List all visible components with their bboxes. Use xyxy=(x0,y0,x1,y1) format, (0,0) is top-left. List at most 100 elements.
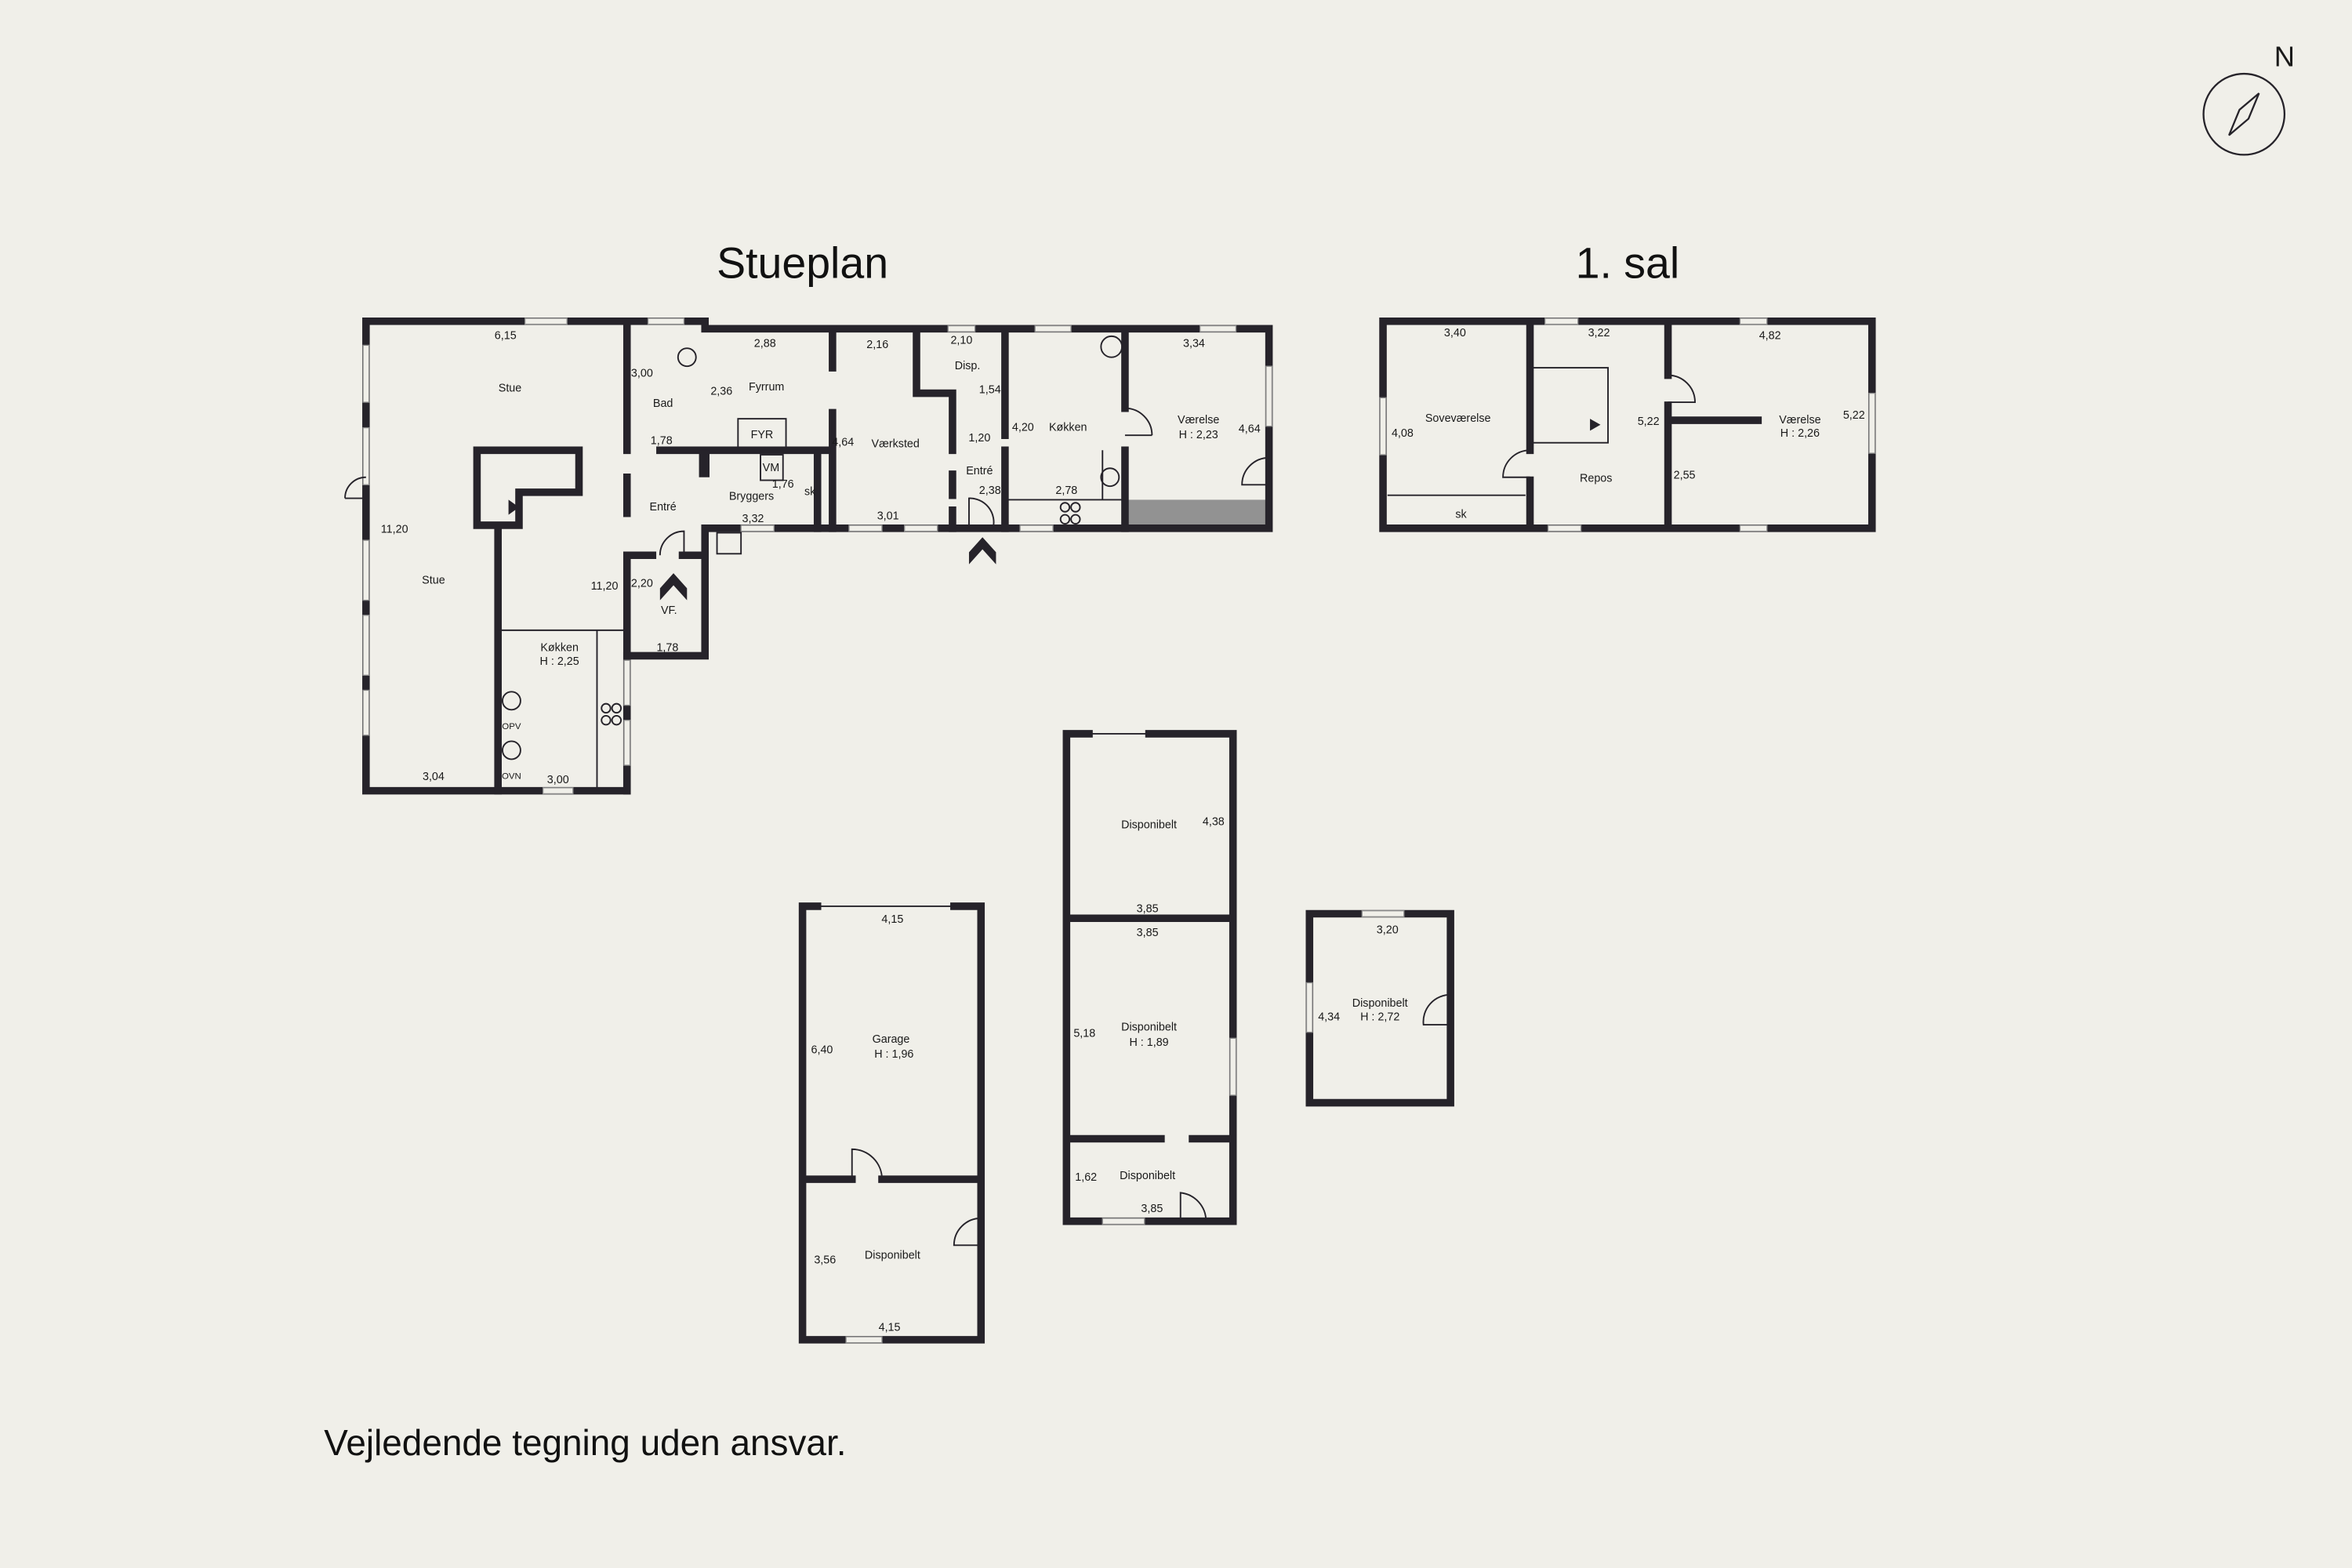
room-height: H : 1,96 xyxy=(874,1048,913,1061)
closet-label: sk xyxy=(804,486,816,499)
room-label: Køkken xyxy=(540,642,579,655)
dimension: 3,22 xyxy=(1588,327,1610,339)
fan-icon xyxy=(1100,335,1123,358)
shaded-area xyxy=(1127,499,1266,525)
dimension: 1,54 xyxy=(979,384,1001,397)
dimension: 3,34 xyxy=(1183,337,1205,350)
windows xyxy=(362,318,1273,795)
dimension: 3,01 xyxy=(877,510,899,522)
stair-arrow-icon xyxy=(508,499,519,515)
sink-icon xyxy=(1100,467,1120,488)
room-label: Disponibelt xyxy=(1352,997,1408,1010)
room-label: Værksted xyxy=(872,437,920,450)
first-floor-plan: Soveværelse 3,40 4,08 sk Repos 3,22 5,22… xyxy=(1379,317,1876,532)
room-label: Repos xyxy=(1580,472,1612,485)
dimension: 1,62 xyxy=(1075,1171,1097,1184)
stove-icon xyxy=(1059,502,1081,525)
dimension: 2,78 xyxy=(1055,485,1077,497)
room-label: Soveværelse xyxy=(1425,412,1491,425)
room-height: H : 2,25 xyxy=(540,655,579,668)
dimension: 3,20 xyxy=(1377,924,1399,936)
dimension: 1,20 xyxy=(968,432,990,445)
room-height: H : 2,23 xyxy=(1179,429,1218,441)
dimension: 3,40 xyxy=(1444,327,1466,339)
room-label: Disponibelt xyxy=(1121,818,1177,831)
washing-machine xyxy=(760,454,784,481)
dimension: 4,08 xyxy=(1392,427,1414,440)
dimension: 5,22 xyxy=(1843,409,1865,422)
doors xyxy=(344,407,1269,556)
compass-north-label: N xyxy=(2274,41,2295,73)
room-height: H : 2,26 xyxy=(1780,427,1820,440)
closet-label: sk xyxy=(1455,508,1467,521)
dimension: 2,10 xyxy=(950,334,972,347)
first-floor-title: 1. sal xyxy=(1576,238,1680,287)
entrance-arrow-icon xyxy=(659,573,688,601)
dimension: 4,15 xyxy=(881,913,903,926)
boiler xyxy=(737,418,787,450)
room-label: Disp. xyxy=(955,360,981,372)
dimension: 3,32 xyxy=(742,513,764,525)
dimension: 3,85 xyxy=(1141,1203,1163,1215)
vm-label: VM xyxy=(763,462,780,474)
room-label: Entré xyxy=(650,501,677,514)
dimension: 6,40 xyxy=(811,1044,833,1056)
room-label: VF. xyxy=(661,604,677,617)
room-height: H : 2,72 xyxy=(1360,1011,1399,1023)
room-label: Køkken xyxy=(1049,421,1087,434)
dimension: 1,76 xyxy=(772,478,794,491)
outbuildings: Garage H : 1,96 4,15 6,40 Disponibelt 3,… xyxy=(798,730,1454,1344)
dimension: 3,85 xyxy=(1137,927,1159,939)
dimension: 3,00 xyxy=(547,774,569,786)
dimension: 2,36 xyxy=(710,386,732,398)
room-label: Værelse xyxy=(1178,414,1219,426)
sink-icon xyxy=(716,532,742,555)
sink-icon xyxy=(501,691,521,711)
opv-label: OPV xyxy=(502,722,521,731)
dimension: 3,56 xyxy=(814,1254,836,1266)
dimension: 1,78 xyxy=(651,435,673,448)
dimension: 2,16 xyxy=(866,339,888,351)
room-label: Stue xyxy=(422,575,445,587)
room-label: Fyrrum xyxy=(749,381,784,394)
ground-floor-plan: Stue 6,15 11,20 Stue 3,04 Bad 3,00 1,78 … xyxy=(344,317,1273,795)
dimension: 11,20 xyxy=(591,580,619,593)
room-label: Bad xyxy=(653,397,673,410)
dimension: 5,18 xyxy=(1073,1027,1095,1040)
dimension: 1,78 xyxy=(656,642,678,655)
dimension: 3,04 xyxy=(423,771,445,783)
dimension: 4,38 xyxy=(1203,816,1225,829)
room-label: Disponibelt xyxy=(1120,1170,1175,1182)
room-label: Garage xyxy=(873,1033,910,1046)
room-label: Disponibelt xyxy=(1121,1022,1177,1034)
dimension: 5,22 xyxy=(1638,416,1660,428)
dimension: 4,34 xyxy=(1318,1011,1340,1023)
dimension: 11,20 xyxy=(381,524,408,536)
dimension: 4,82 xyxy=(1759,330,1781,343)
room-label: Bryggers xyxy=(729,490,774,503)
fyr-label: FYR xyxy=(751,429,774,441)
fan-icon xyxy=(501,740,521,760)
dimension: 3,00 xyxy=(631,368,653,380)
ground-floor-title: Stueplan xyxy=(717,238,888,287)
room-height: H : 1,89 xyxy=(1129,1036,1168,1049)
room-label: Disponibelt xyxy=(865,1250,920,1262)
room-label: Entré xyxy=(966,465,993,477)
stair-arrow-icon xyxy=(1590,419,1601,431)
dimension: 6,15 xyxy=(495,330,517,343)
dimension: 4,20 xyxy=(1012,421,1034,434)
room-label: Værelse xyxy=(1779,414,1820,426)
stove-icon xyxy=(601,702,622,726)
compass-icon: N xyxy=(2202,41,2295,156)
ovn-label: OVN xyxy=(502,771,521,781)
dimension: 2,88 xyxy=(754,337,776,350)
dimension: 4,15 xyxy=(879,1321,901,1334)
dimension: 2,20 xyxy=(631,577,653,590)
disclaimer: Vejledende tegning uden ansvar. xyxy=(324,1422,846,1463)
entrance-arrow-icon xyxy=(968,537,996,564)
dimension: 4,64 xyxy=(832,437,854,449)
dimension: 4,64 xyxy=(1239,423,1261,435)
dimension: 3,85 xyxy=(1137,903,1159,916)
dimension: 2,38 xyxy=(979,485,1001,497)
